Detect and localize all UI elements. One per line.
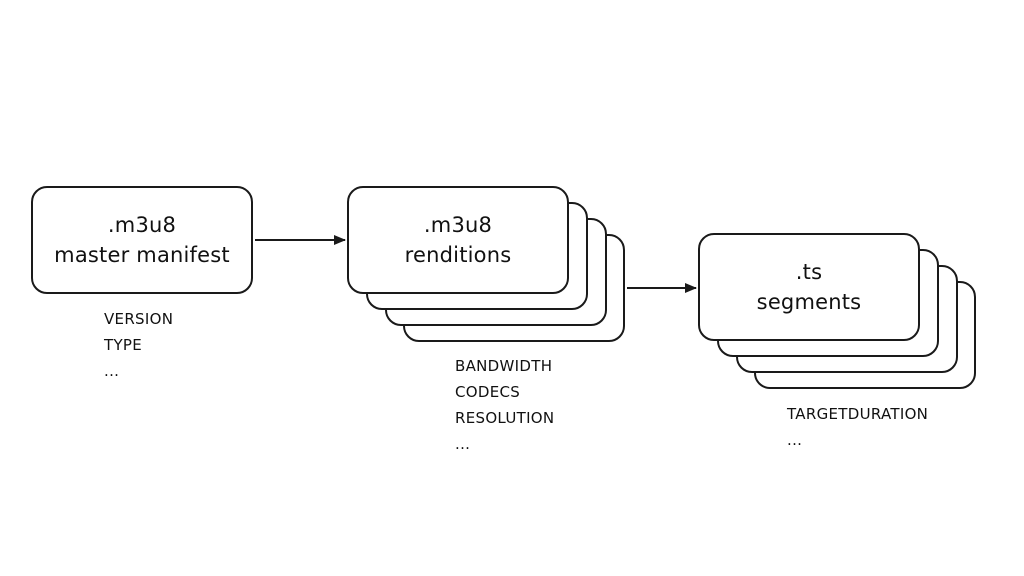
renditions-attributes: BANDWIDTH CODECS RESOLUTION ... [455, 353, 554, 457]
segments-box: .ts segments [698, 233, 920, 341]
attribute-label: ... [455, 435, 471, 453]
master-manifest-box: .m3u8 master manifest [31, 186, 253, 294]
attribute-label: ... [787, 431, 803, 449]
attribute-label: TARGETDURATION [787, 405, 929, 423]
attribute-label: ... [104, 362, 120, 380]
segments-extension: .ts [795, 259, 823, 284]
renditions-title: renditions [404, 243, 512, 267]
attribute-label: CODECS [455, 383, 521, 401]
attribute-label: BANDWIDTH [455, 357, 553, 375]
renditions-extension: .m3u8 [423, 212, 493, 237]
attribute-label: VERSION [104, 310, 174, 328]
renditions-box: .m3u8 renditions [347, 186, 569, 294]
attribute-label: RESOLUTION [455, 409, 555, 427]
master-manifest-attributes: VERSION TYPE ... [104, 306, 173, 384]
segments-attributes: TARGETDURATION ... [787, 401, 928, 453]
master-manifest-extension: .m3u8 [107, 212, 177, 237]
attribute-label: TYPE [104, 336, 143, 354]
segments-title: segments [756, 290, 862, 314]
master-manifest-title: master manifest [54, 243, 230, 267]
